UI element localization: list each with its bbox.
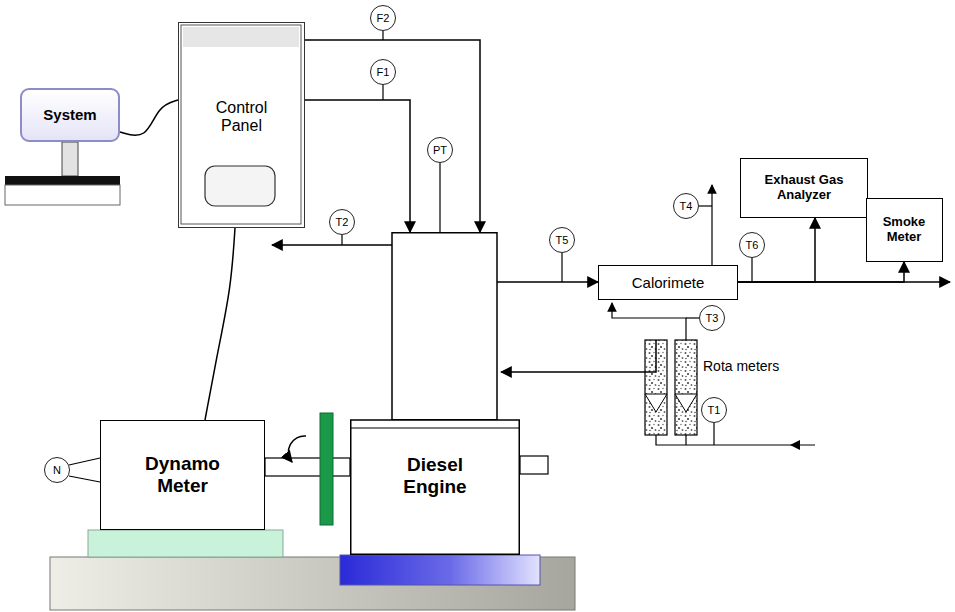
dynamometer-base [88,530,283,557]
flow-line [305,40,480,232]
node-label: System [43,106,96,123]
water-inlet-arrowhead [790,440,800,450]
speed-sensor-lead [69,476,100,482]
flow-line [497,281,598,283]
panel-top-band [183,27,299,47]
control-panel: Control Panel [178,22,305,228]
water-outlet-line [711,185,712,265]
sensor-gauge: T4 [673,193,699,219]
engine-head [392,233,497,420]
calorimeter-box: Calorimete [598,265,738,300]
sensor-label: T1 [708,404,721,417]
flow-line [738,218,815,282]
sensor-stem [341,235,342,245]
sensor-stem [382,85,383,100]
flywheel [320,413,333,525]
sensor-label: T6 [746,239,759,252]
shaft-stub [520,456,548,474]
sensor-stem [439,163,440,232]
node-label: Control Panel [206,99,278,136]
engine-block: Diesel Engine [350,232,520,555]
sensor-stem [382,31,383,40]
node-label: Diesel Engine [385,454,485,498]
water-inlet-line [656,435,815,445]
sensor-gauge: F1 [370,59,396,85]
sensor-gauge: T1 [701,397,727,423]
node-label: Smoke Meter [875,215,933,245]
engine-joint-line [351,427,520,428]
engine-outline [350,232,520,555]
part-label: Rota meters [703,358,779,374]
sensor-label: PT [433,144,447,157]
sensor-gauge: PT [427,137,453,163]
monitor-base [5,185,120,205]
sensor-gauge: T6 [739,232,765,258]
rotation-arrow [288,436,306,462]
monitor-stand [62,142,78,176]
sensor-label: F2 [377,12,390,25]
sensor-gauge: N [44,457,70,483]
sensor-stem [751,258,752,282]
analyzer-box: Exhaust Gas Analyzer [740,158,868,218]
calorimeter-water-line [612,303,686,340]
water-inlet-line [685,435,686,445]
rotameter-float [645,394,667,412]
flow-line [305,100,410,232]
node-label: Calorimete [632,274,705,291]
sensor-stem [561,253,562,282]
speed-sensor-lead [69,458,100,465]
cooling-water-line [501,340,656,372]
dynamometer-box: Dynamo Meter [100,420,265,530]
monitor-screen: System [20,88,120,142]
panel-display [205,166,275,206]
shaft [265,458,350,476]
air-intake-line [272,244,392,246]
node-label: Dynamo Meter [133,453,233,497]
rotameter-float [675,394,697,412]
sensor-label: F1 [377,66,390,79]
signal-cable [120,100,178,135]
engine-crankcase [351,420,520,554]
sensor-label: T2 [336,216,349,229]
engine-base [340,555,540,585]
sensor-label: T3 [706,312,719,325]
sensor-label: N [53,464,61,477]
sensor-gauge: T3 [699,305,725,331]
rotameter-tube [675,340,697,435]
flow-line [738,262,904,282]
node-label: Exhaust Gas Analyzer [754,173,854,203]
monitor-keyboard [5,176,120,185]
sensor-gauge: T2 [329,209,355,235]
panel-inner-frame [181,25,301,224]
sensor-stem [699,205,712,206]
smoke-meter-box: Smoke Meter [866,198,943,262]
signal-cable [205,228,235,420]
sensor-gauge: F2 [370,5,396,31]
sensor-label: T4 [680,200,693,213]
sensor-gauge: T5 [549,227,575,253]
sensor-stem [686,317,699,318]
sensor-label: T5 [556,234,569,247]
sensor-stem [713,423,714,445]
